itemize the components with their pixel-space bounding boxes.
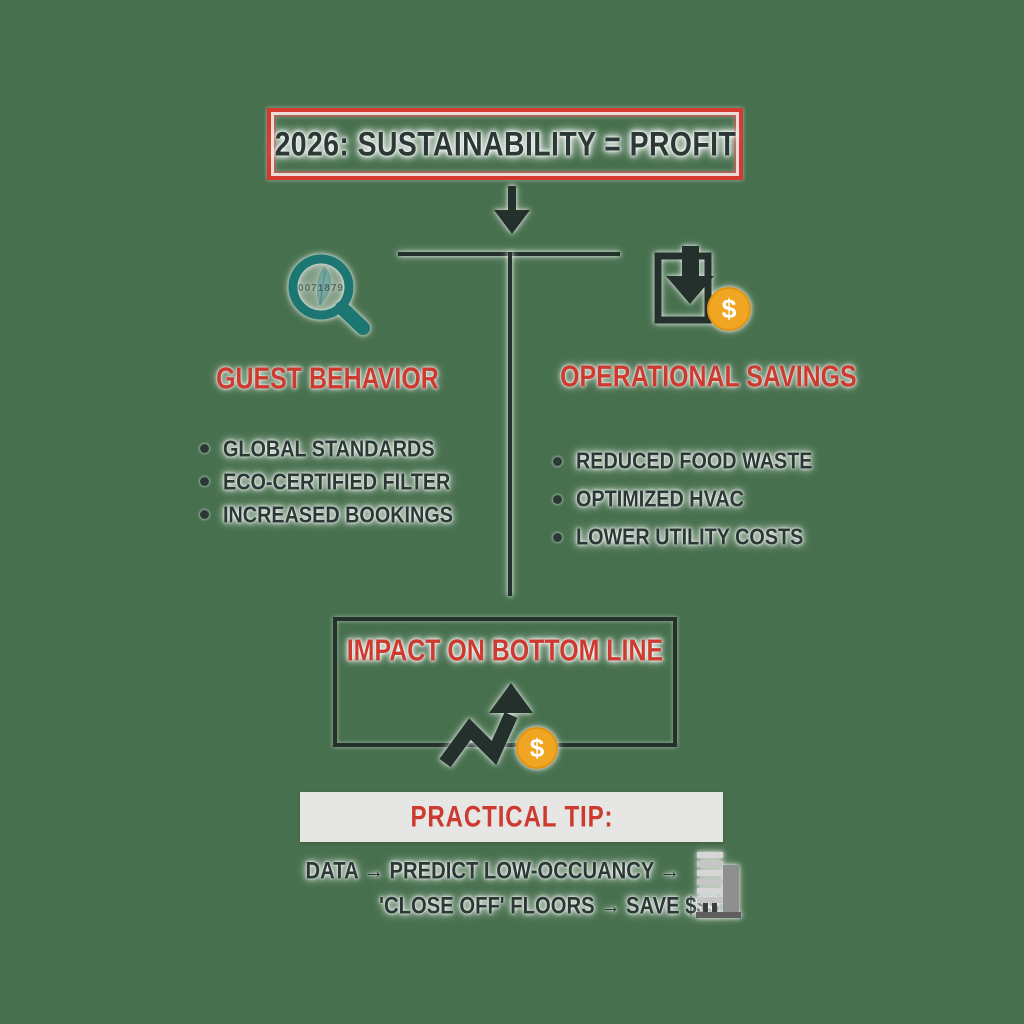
list-item: INCREASED BOOKINGS: [200, 498, 478, 531]
bullet-dot-icon: [200, 510, 209, 519]
list-item: REDUCED FOOD WASTE: [553, 442, 839, 480]
magnifier-digits: 0071879: [298, 283, 344, 294]
dollar-sign: $: [721, 294, 736, 324]
bullet-dot-icon: [200, 444, 209, 453]
title-box: 2026: SUSTAINABILITY = PROFIT: [267, 108, 743, 180]
title-text: 2026: SUSTAINABILITY = PROFIT: [274, 124, 736, 163]
list-item: GLOBAL STANDARDS: [200, 432, 478, 465]
bullet-dot-icon: [553, 456, 562, 466]
operational-savings-list: REDUCED FOOD WASTE OPTIMIZED HVAC LOWER …: [553, 442, 839, 556]
guest-behavior-list: GLOBAL STANDARDS ECO-CERTIFIED FILTER IN…: [200, 432, 478, 531]
list-item: LOWER UTILITY COSTS: [553, 518, 839, 556]
tip-flow-line-2: 'CLOSE OFF' FLOORS → SAVE $$$: [379, 891, 719, 919]
tip-flow-line-1: DATA → PREDICT LOW-OCCUANCY →: [305, 856, 681, 884]
list-item: ECO-CERTIFIED FILTER: [200, 465, 478, 498]
hotel-building-icon: [696, 852, 741, 918]
down-arrow-icon: [494, 186, 530, 234]
impact-box: IMPACT ON BOTTOM LINE: [333, 617, 677, 747]
dollar-coin-icon: [516, 727, 558, 769]
dollar-coin-icon: [707, 287, 751, 331]
bullet-dot-icon: [553, 532, 562, 542]
operational-savings-heading: OPERATIONAL SAVINGS: [560, 360, 857, 394]
guest-behavior-heading: GUEST BEHAVIOR: [216, 362, 439, 396]
practical-tip-heading: PRACTICAL TIP:: [410, 800, 613, 833]
trend-up-arrow-icon: $: [439, 683, 558, 769]
bullet-dot-icon: [553, 494, 562, 504]
bullet-dot-icon: [200, 477, 209, 486]
impact-heading: IMPACT ON BOTTOM LINE: [346, 634, 664, 668]
branch-connector-vertical: [508, 252, 512, 596]
list-item: OPTIMIZED HVAC: [553, 480, 839, 518]
magnifier-leaf-icon: 0071879: [288, 254, 370, 335]
dollar-sign: $: [530, 733, 545, 763]
practical-tip-bar: PRACTICAL TIP:: [300, 792, 723, 842]
leaf-icon: [316, 267, 332, 305]
download-box-icon: $: [654, 246, 751, 331]
